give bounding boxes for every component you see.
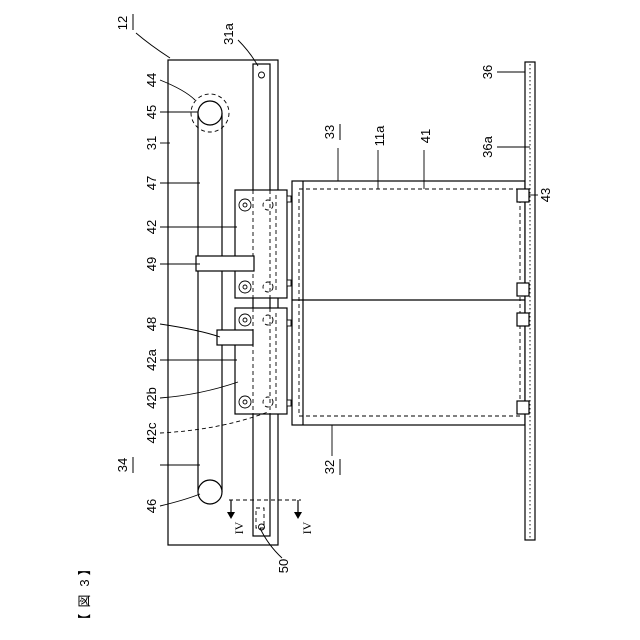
frame-31 [168, 60, 278, 545]
bracket [287, 400, 291, 406]
caption-kanji: 図 [77, 594, 92, 607]
label-41: 41 [418, 129, 433, 143]
label-48: 48 [144, 317, 159, 331]
clamp-48 [217, 330, 253, 345]
leader-42b [160, 382, 238, 398]
leader-42c [160, 412, 268, 433]
rail-top-pin [259, 72, 265, 78]
label-42c: 42c [144, 422, 159, 443]
clamp-49 [196, 256, 254, 271]
label-46: 46 [144, 499, 159, 513]
sensor-50 [256, 508, 264, 528]
arrow-down-icon [294, 512, 302, 519]
label-33: 33 [322, 125, 337, 139]
glass-11a [299, 189, 520, 416]
caption-bracket-open: 【 [77, 613, 92, 626]
pulley-45 [198, 101, 222, 125]
label-34: 34 [115, 458, 130, 472]
caption-number: 3 [77, 579, 92, 586]
label-42a: 42a [144, 348, 159, 370]
label-50: 50 [276, 559, 291, 573]
leader-48 [160, 324, 220, 337]
leader-46 [160, 494, 200, 506]
hinge-43 [517, 189, 529, 202]
caption-bracket-close: 】 [77, 562, 92, 575]
leader-50 [260, 528, 282, 558]
label-36a: 36a [480, 135, 495, 157]
section-label-left: IV [232, 521, 246, 534]
label-42: 42 [144, 220, 159, 234]
label-45: 45 [144, 105, 159, 119]
label-43: 43 [538, 188, 553, 202]
panel-assembly [292, 181, 525, 425]
bracket [287, 280, 291, 286]
leader-44 [160, 80, 195, 100]
pulley-46 [198, 480, 222, 504]
rail-31a [253, 64, 270, 536]
label-31: 31 [144, 136, 159, 150]
leader-12 [136, 33, 170, 58]
leader-31a [238, 40, 258, 66]
label-31a: 31a [221, 22, 236, 44]
label-44: 44 [144, 73, 159, 87]
label-12: 12 [115, 16, 130, 30]
arrow-down-icon [227, 512, 235, 519]
label-36: 36 [480, 65, 495, 79]
label-11a: 11a [372, 125, 387, 146]
hinge-43 [517, 401, 529, 414]
bracket [287, 196, 291, 202]
hinge-43 [517, 313, 529, 326]
hinge-43 [517, 283, 529, 296]
label-49: 49 [144, 257, 159, 271]
label-47: 47 [144, 176, 159, 190]
label-42b: 42b [144, 387, 159, 409]
carriage-42-lower [235, 308, 287, 414]
section-label-right: IV [300, 521, 314, 534]
bracket [287, 320, 291, 326]
label-32: 32 [322, 460, 337, 474]
